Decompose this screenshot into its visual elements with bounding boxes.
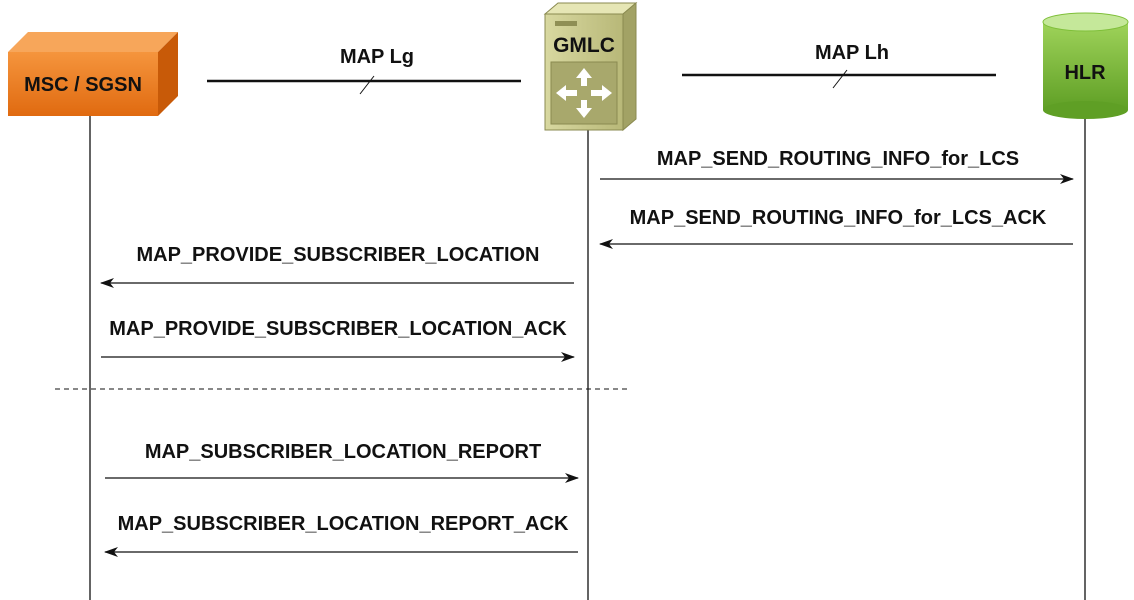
- gmlc-node: GMLC: [543, 1, 638, 132]
- hlr-label: HLR: [1064, 62, 1106, 84]
- message-provide-subscriber-location: MAP_PROVIDE_SUBSCRIBER_LOCATION: [100, 244, 574, 288]
- gmlc-label: GMLC: [553, 34, 615, 57]
- message-subscriber-location-report: MAP_SUBSCRIBER_LOCATION_REPORT: [105, 441, 579, 483]
- message-label: MAP_PROVIDE_SUBSCRIBER_LOCATION_ACK: [109, 318, 567, 340]
- msc-sgsn-node: MSC / SGSN: [8, 32, 178, 116]
- hlr-node: HLR: [1042, 12, 1129, 119]
- message-label: MAP_SUBSCRIBER_LOCATION_REPORT_ACK: [118, 513, 569, 535]
- interface-lh: MAP Lh: [682, 42, 996, 89]
- interface-lg-label: MAP Lg: [340, 46, 414, 68]
- message-send-routing-info: MAP_SEND_ROUTING_INFO_for_LCS: [600, 148, 1074, 184]
- message-subscriber-location-report-ack: MAP_SUBSCRIBER_LOCATION_REPORT_ACK: [104, 513, 578, 557]
- message-label: MAP_SUBSCRIBER_LOCATION_REPORT: [145, 441, 541, 463]
- message-send-routing-info-ack: MAP_SEND_ROUTING_INFO_for_LCS_ACK: [599, 207, 1073, 249]
- interface-lh-label: MAP Lh: [815, 42, 889, 64]
- message-label: MAP_PROVIDE_SUBSCRIBER_LOCATION: [136, 244, 539, 266]
- message-label: MAP_SEND_ROUTING_INFO_for_LCS: [657, 148, 1019, 170]
- msc-sgsn-label: MSC / SGSN: [24, 74, 142, 96]
- router-arrows-icon: [556, 68, 612, 118]
- message-label: MAP_SEND_ROUTING_INFO_for_LCS_ACK: [630, 207, 1047, 229]
- interface-lg: MAP Lg: [207, 46, 521, 95]
- message-provide-subscriber-location-ack: MAP_PROVIDE_SUBSCRIBER_LOCATION_ACK: [101, 318, 575, 362]
